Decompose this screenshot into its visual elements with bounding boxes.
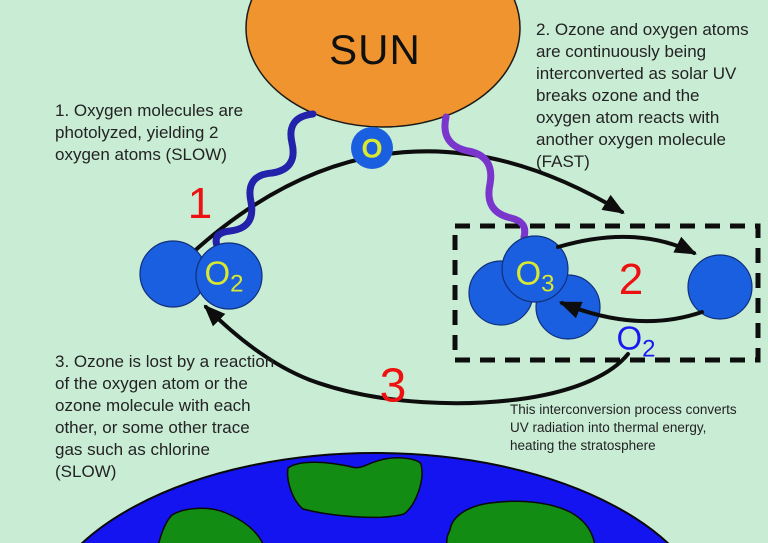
arrow-ozone-to-atom	[556, 234, 697, 255]
step3-text: 3. Ozone is lost by a reaction of the ox…	[55, 352, 275, 481]
ozone-symbol: O	[515, 254, 542, 292]
step2-text: 2. Ozone and oxygen atoms are continuous…	[536, 20, 749, 171]
sun-shape	[245, 0, 521, 128]
single-oxygen-atom	[687, 254, 753, 320]
released-oxygen-label: O2	[616, 319, 655, 362]
uv-wave-right	[441, 113, 529, 241]
oxygen-molecule-subscript: 2	[230, 270, 244, 298]
step1-text: 1. Oxygen molecules are photolyzed, yiel…	[55, 101, 244, 164]
interconversion-box	[452, 223, 761, 363]
arrow-box-to-o2	[203, 304, 630, 406]
interconversion-note: This interconversion process converts UV…	[510, 402, 737, 453]
oxygen-molecule-symbol: O	[204, 254, 231, 292]
continent-right	[446, 500, 596, 543]
free-oxygen-atom	[351, 127, 393, 169]
ozone-atom-top	[501, 235, 569, 303]
arrow-o2-to-box	[188, 149, 625, 257]
oxygen-molecule-label: O2	[204, 254, 243, 297]
ozone-subscript: 3	[541, 270, 555, 298]
released-oxygen-symbol: O	[616, 319, 643, 357]
oxygen-molecule	[139, 240, 263, 310]
continent-left	[157, 507, 266, 543]
step-number-3: 3	[379, 359, 407, 413]
oxygen-molecule-atom-right	[195, 242, 263, 310]
step-number-1: 1	[187, 179, 213, 228]
uv-wave-left	[212, 110, 317, 252]
arrow-atom-to-ozone	[558, 301, 704, 324]
ozone-label: O3	[515, 254, 554, 297]
sun-label: SUN	[329, 26, 421, 73]
continent-top	[286, 457, 423, 519]
step-number-2: 2	[618, 255, 644, 304]
earth	[80, 452, 670, 543]
released-oxygen-subscript: 2	[642, 335, 656, 363]
free-oxygen-atom-label: O	[361, 133, 383, 164]
